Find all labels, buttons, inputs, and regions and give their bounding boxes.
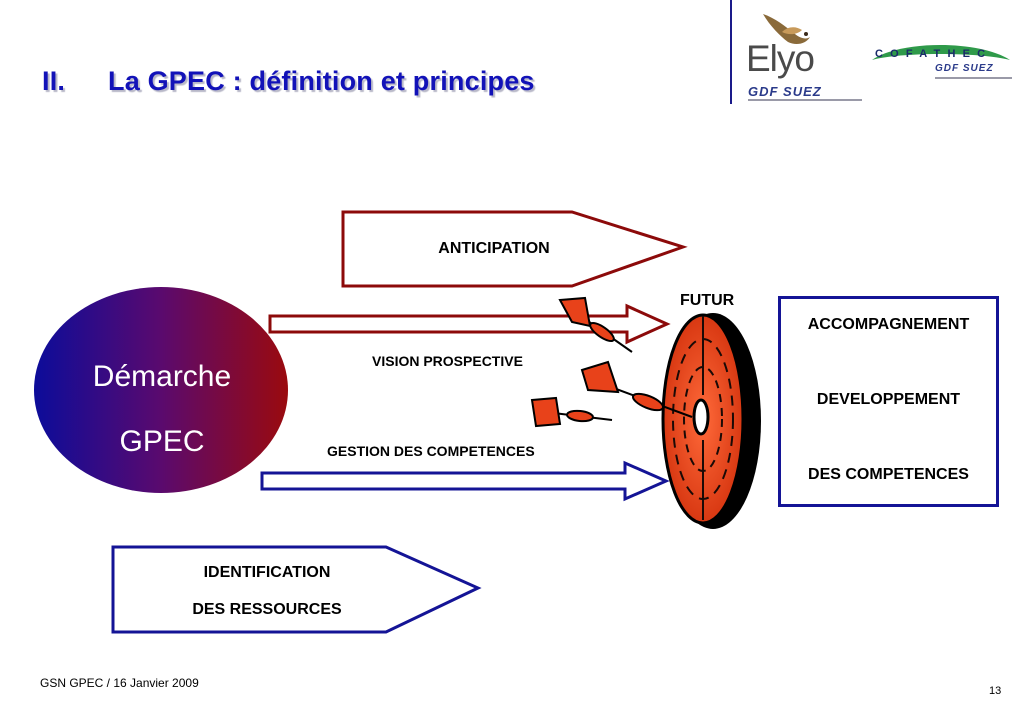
demarche-label: Démarche <box>92 360 232 393</box>
dart-1-icon <box>558 296 633 353</box>
dart-2-icon <box>580 360 693 418</box>
vision-arrow <box>268 303 671 345</box>
futur-label: FUTUR <box>680 292 735 309</box>
header-divider <box>730 0 732 104</box>
cofathec-logo: COFATHEC <box>875 48 993 60</box>
ressources-label: DES RESSOURCES <box>192 601 342 618</box>
demarche-gpec-oval <box>34 287 288 493</box>
page-title: II. La GPEC : définition et principes <box>42 66 535 97</box>
vision-prospective-label: VISION PROSPECTIVE <box>372 353 523 369</box>
gestion-arrow <box>260 460 670 502</box>
gdf-suez-logo-1: GDF SUEZ <box>748 84 822 99</box>
results-box <box>778 296 999 507</box>
title-text: La GPEC : définition et principes <box>108 66 535 96</box>
gdf-suez-logo-2: GDF SUEZ <box>935 63 994 74</box>
cofathec-swoosh-icon <box>872 45 1010 60</box>
dartboard-target-icon <box>661 313 761 529</box>
result-des-competences: DES COMPETENCES <box>808 466 969 483</box>
footer-text: GSN GPEC / 16 Janvier 2009 <box>40 676 199 690</box>
identification-arrow <box>111 545 482 634</box>
section-number: II. <box>42 66 66 96</box>
elyo-logo: Elyo <box>746 38 815 79</box>
result-developpement: DEVELOPPEMENT <box>816 391 961 408</box>
page-number: 13 <box>989 685 1002 697</box>
gpec-label: GPEC <box>119 425 205 458</box>
elyo-bird-icon <box>763 14 810 45</box>
anticipation-arrow <box>341 210 688 288</box>
dart-3-icon <box>530 396 613 428</box>
anticipation-label: ANTICIPATION <box>438 240 550 257</box>
identification-label: IDENTIFICATION <box>203 564 331 581</box>
gestion-competences-label: GESTION DES COMPETENCES <box>327 443 535 459</box>
result-accompagnement: ACCOMPAGNEMENT <box>807 316 970 333</box>
